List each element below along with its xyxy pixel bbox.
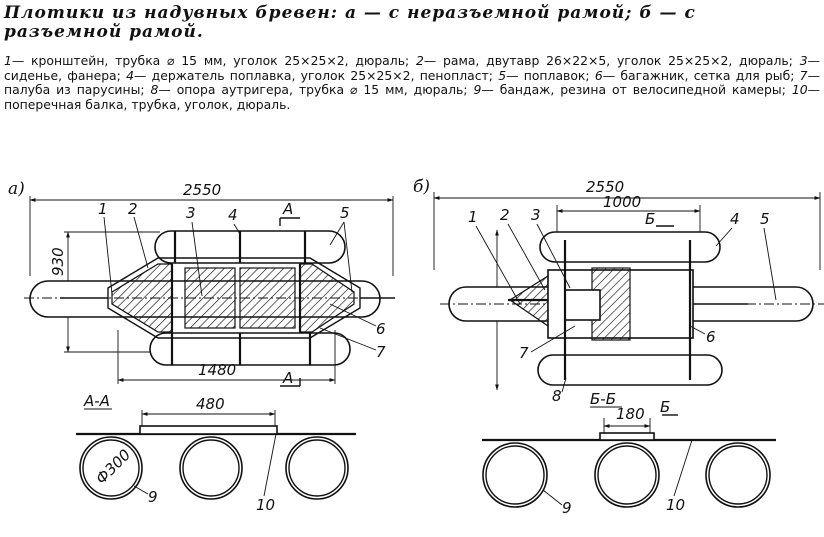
section-mark-b-bottom: Б [660, 398, 670, 416]
section-title-b: Б-Б [590, 390, 616, 408]
callout: 8 [552, 387, 562, 405]
leader-line [319, 327, 377, 351]
legend-item: 5— поплавок; [498, 67, 590, 83]
seat-board [599, 432, 655, 441]
leader-line [263, 433, 277, 497]
dim-section-a: 480 [196, 395, 225, 413]
leader-line [329, 221, 345, 246]
frame-hatch-right [299, 263, 355, 333]
float-section-right [285, 436, 349, 500]
bandage-ring [708, 445, 768, 505]
legend-item: 4— держатель поплавка, уголок 25×25×2, п… [126, 67, 493, 83]
frame-outline [107, 257, 361, 339]
section-mark-b-top: Б [645, 210, 655, 228]
section-title-a: А-А [83, 392, 110, 410]
legend-item: 2— рама, двутавр 26×22×5, уголок 25×25×2… [415, 53, 793, 68]
float-section-center [594, 442, 660, 508]
figure-b-plan: б) 2550 1000 Б Б 1 2 [413, 177, 824, 416]
legend-item: 3— сиденье, фанера; [4, 53, 820, 83]
legend-item: 8— опора аутригера, трубка ⌀ 15 мм, дюра… [150, 82, 468, 98]
deck-hatch [239, 267, 296, 329]
callout: 1 [98, 200, 108, 218]
bandage-ring [182, 439, 240, 497]
figure-b-section: Б-Б 180 9 10 [482, 390, 776, 517]
leader-line [329, 303, 377, 327]
section-mark-a-bottom: А [282, 369, 293, 387]
callout: 9 [562, 499, 572, 517]
float-section-left [482, 442, 548, 508]
callout: 3 [186, 204, 196, 222]
leader-line [233, 223, 241, 235]
leader-line [103, 216, 113, 295]
leader-line [133, 485, 149, 495]
callout: 10 [256, 496, 275, 514]
float-top [539, 231, 721, 263]
leader-line [475, 225, 521, 305]
callout: 1 [468, 208, 478, 226]
seat-board [139, 425, 278, 435]
dim-length-a: 2550 [183, 181, 221, 199]
leader-line [536, 223, 571, 289]
leader-line [343, 221, 353, 293]
callout: 2 [128, 200, 138, 218]
callout: 9 [148, 488, 158, 506]
legend-item: 6— багажник, сетка для рыб; [594, 67, 795, 83]
leader-line [191, 221, 203, 297]
bandage-ring [597, 445, 657, 505]
seat-hatch [591, 267, 631, 341]
callout: 4 [228, 206, 238, 224]
dim-frame-b: 1000 [603, 193, 641, 211]
dim-length-b: 2550 [586, 178, 624, 196]
figure-a-section: А-А 480 Ф300 9 10 [76, 392, 356, 514]
leader-line [763, 227, 777, 301]
callouts-a: 1 2 3 4 5 6 7 [98, 200, 386, 361]
legend-item: 9— бандаж, резина от велосипедной камеры… [473, 82, 786, 98]
float-bottom [537, 354, 723, 386]
float-top [154, 230, 346, 264]
callout: 3 [531, 206, 541, 224]
float-section-right [705, 442, 771, 508]
dim-width-a: 930 [49, 247, 67, 276]
dim-section-b: 180 [616, 405, 645, 423]
callout: 2 [500, 206, 510, 224]
legend-item: 7— палуба из парусины; [4, 67, 820, 98]
leader-line [530, 325, 576, 353]
float-section-left [79, 436, 143, 500]
callout: 7 [519, 344, 529, 362]
leader-line [133, 216, 149, 269]
leader-line [673, 439, 693, 497]
caption-legend: 1— кронштейн, трубка ⌀ 15 мм, уголок 25×… [4, 53, 820, 112]
seat-hatch [184, 267, 236, 329]
float-bottom [149, 332, 351, 366]
callout: 5 [760, 210, 770, 228]
callout: 7 [376, 343, 386, 361]
leader-line [507, 223, 546, 291]
frame-hatch-left [111, 263, 173, 333]
float-section-center [179, 436, 243, 500]
figure-a-plan: а) 2550 930 [8, 179, 395, 387]
leader-line [542, 489, 563, 506]
callout: 10 [666, 496, 685, 514]
dim-frame-a: 1480 [198, 361, 236, 379]
callout: 4 [730, 210, 740, 228]
figure-a-label: а) [8, 179, 25, 199]
callout: 6 [706, 328, 716, 346]
seat-block [564, 289, 601, 321]
leader-line [689, 325, 706, 335]
callout: 5 [340, 204, 350, 222]
section-mark-a-top: А [282, 200, 293, 218]
callouts-b: 1 2 3 4 5 6 7 8 [468, 206, 777, 405]
leader-line [715, 227, 733, 247]
caption-title: Плотики из надувных бревен: а — с неразъ… [4, 3, 696, 42]
leader-line [561, 377, 567, 393]
legend-item: 1— кронштейн, трубка ⌀ 15 мм, уголок 25×… [4, 53, 410, 68]
legend-item: 10— поперечная балка, трубка, уголок, дю… [4, 82, 820, 112]
figure-b-label: б) [413, 177, 430, 197]
callout: 6 [376, 320, 386, 338]
bandage-ring [82, 439, 140, 497]
bandage-ring [288, 439, 346, 497]
bandage-ring [485, 445, 545, 505]
